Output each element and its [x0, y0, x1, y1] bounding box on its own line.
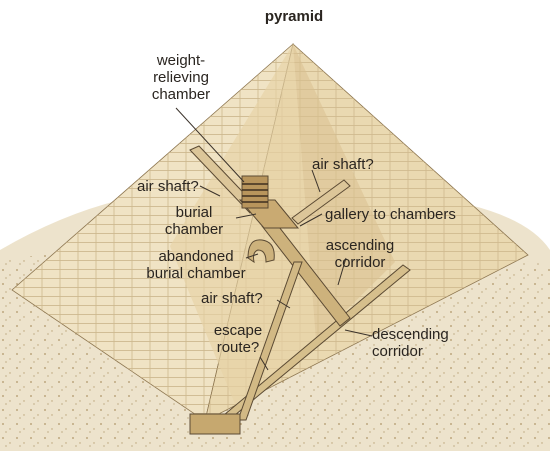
label-line: burial chamber — [140, 265, 252, 282]
label-line: descending — [372, 326, 449, 343]
label-ascending-corridor: ascending corridor — [318, 237, 402, 271]
label-line: chamber — [154, 221, 234, 238]
diagram-title: pyramid — [249, 8, 339, 25]
label-air-shaft-lower: air shaft? — [201, 290, 263, 307]
label-line: route? — [206, 339, 270, 356]
label-weight-relieving-chamber: weight- relieving chamber — [136, 52, 226, 103]
label-burial-chamber: burial chamber — [154, 204, 234, 238]
label-line: abandoned — [140, 248, 252, 265]
label-line: burial — [154, 204, 234, 221]
label-line: relieving — [136, 69, 226, 86]
relieving-chamber-shape — [242, 176, 268, 208]
label-abandoned-burial-chamber: abandoned burial chamber — [140, 248, 252, 282]
label-air-shaft-left: air shaft? — [137, 178, 199, 195]
underground-chamber — [190, 414, 240, 434]
label-line: escape — [206, 322, 270, 339]
label-line: ascending — [318, 237, 402, 254]
label-line: chamber — [136, 86, 226, 103]
label-escape-route: escape route? — [206, 322, 270, 356]
label-air-shaft-upper: air shaft? — [312, 156, 374, 173]
label-gallery: gallery to chambers — [325, 206, 456, 223]
label-descending-corridor: descending corridor — [372, 326, 449, 360]
label-line: corridor — [318, 254, 402, 271]
label-line: corridor — [372, 343, 449, 360]
label-line: weight- — [136, 52, 226, 69]
